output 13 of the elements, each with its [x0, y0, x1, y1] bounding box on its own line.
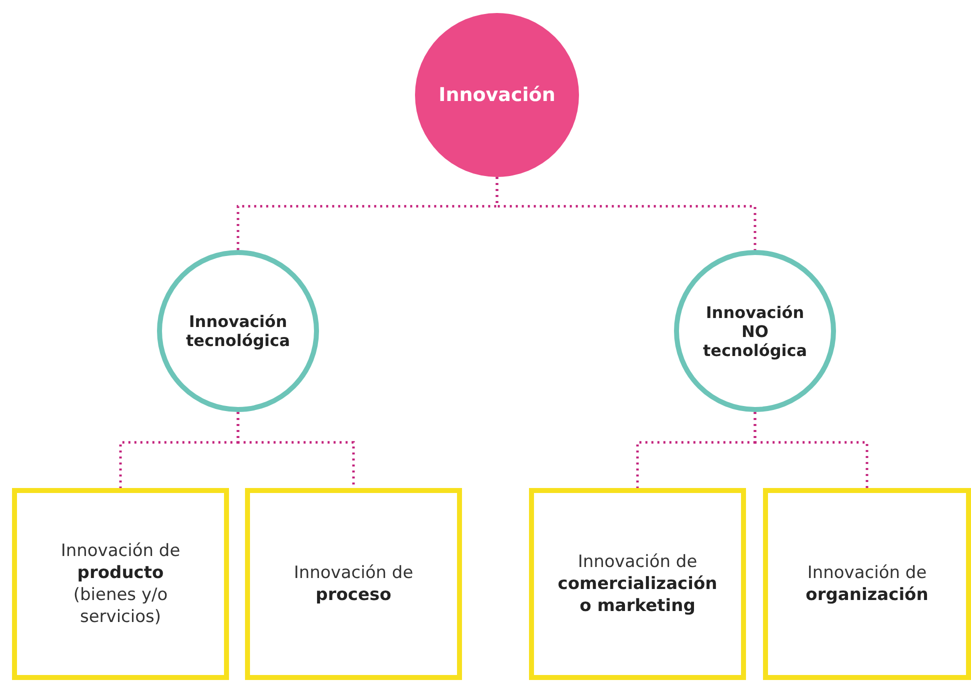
category-box [529, 488, 746, 680]
node-label: Innovación de proceso [292, 562, 414, 606]
node-label: Innovación de organización [804, 562, 930, 606]
node-label: Innovación de comercialización o marketing [556, 550, 718, 618]
node-label: Innovación [438, 84, 556, 106]
connector-line [754, 412, 868, 488]
category-box [12, 488, 229, 680]
category-box [245, 488, 462, 680]
node-label: Innovación tecnológica [184, 312, 292, 350]
node-label: Innovación de producto (bienes y/o servicios) [60, 540, 182, 628]
node-label: Innovación NO tecnológica [702, 302, 808, 360]
connector-line [496, 177, 756, 250]
category-box [763, 488, 971, 680]
